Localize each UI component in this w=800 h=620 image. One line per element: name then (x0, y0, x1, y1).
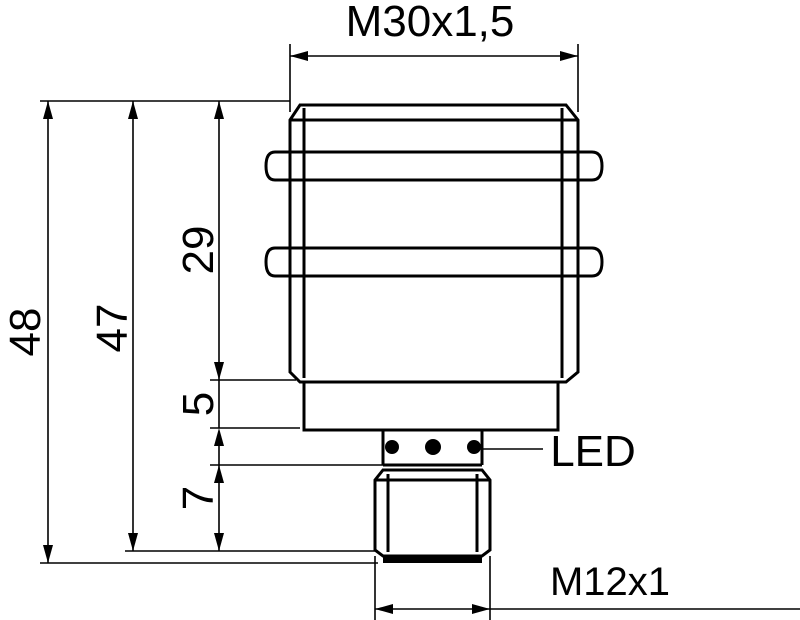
dim-5: 5 (174, 380, 224, 446)
dim-48: 48 (1, 101, 53, 563)
nut-lower (264, 246, 604, 278)
led-dot-center (425, 439, 441, 455)
dim-47-label: 47 (88, 304, 137, 353)
sensor-body (288, 103, 580, 432)
led-dot-left (385, 440, 399, 454)
dim-48-label: 48 (1, 308, 50, 357)
thread-bottom-label: M12x1 (550, 560, 670, 604)
led-label: LED (550, 427, 636, 476)
thread-top-label: M30x1,5 (346, 0, 515, 46)
dim-7: 7 (174, 446, 224, 551)
led-ring (381, 430, 543, 467)
connector-m12 (373, 468, 492, 563)
dim-29: 29 (174, 101, 224, 380)
dim-thread-top: M30x1,5 (289, 0, 579, 112)
nut-upper (264, 150, 604, 182)
led-dot-right (467, 440, 481, 454)
dim-5-label: 5 (174, 392, 223, 416)
extension-lines (40, 100, 383, 564)
dim-47: 47 (88, 101, 138, 551)
dim-thread-bottom: M12x1 (374, 556, 800, 620)
dim-29-label: 29 (174, 226, 223, 275)
dim-7-label: 7 (174, 486, 223, 510)
